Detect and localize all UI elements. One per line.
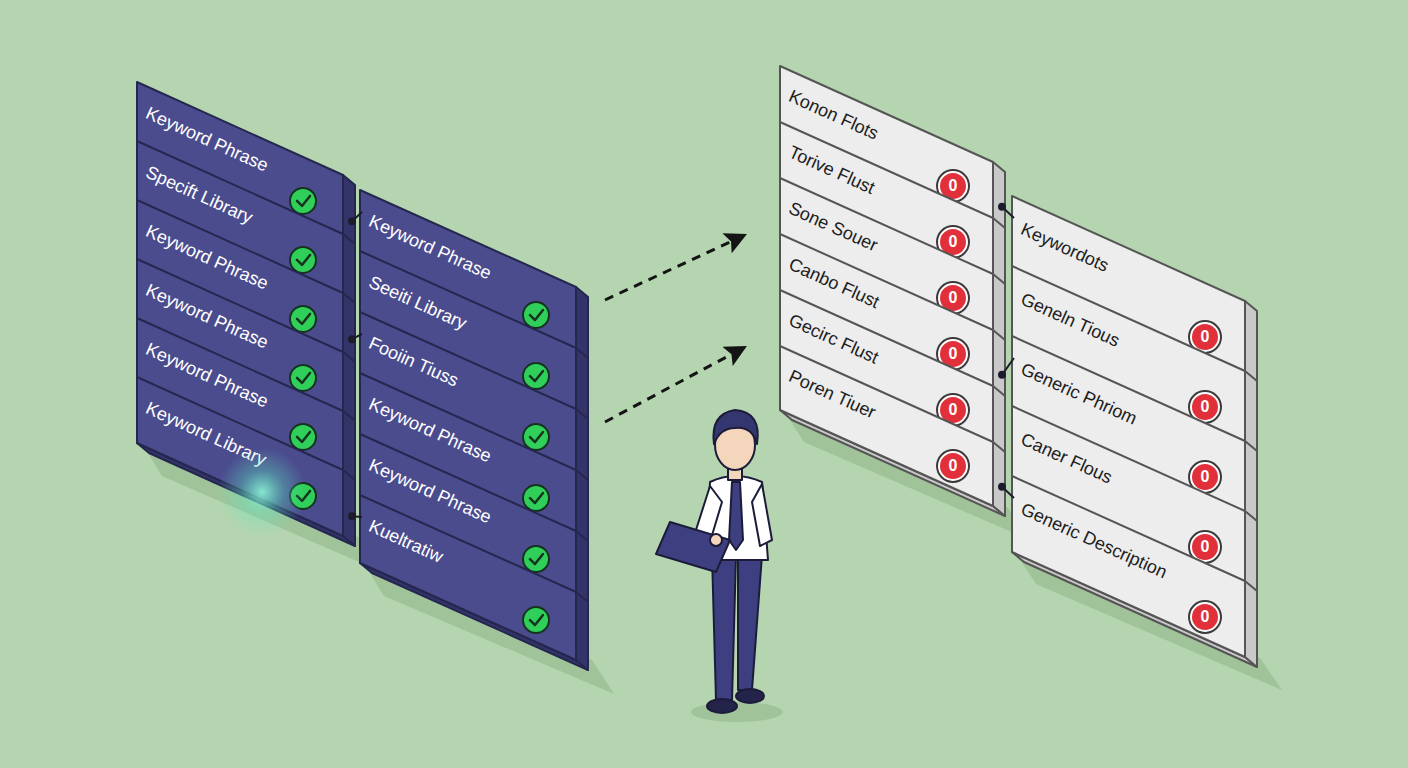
check-badge (523, 302, 549, 328)
connector-dot (348, 335, 356, 343)
check-mark (530, 493, 543, 503)
flow-arrow (605, 235, 745, 300)
person-tie (729, 482, 743, 550)
check-badge (523, 363, 549, 389)
laptop (656, 522, 730, 572)
check-badge (290, 188, 316, 214)
check-mark (297, 432, 310, 442)
connector-dot (998, 203, 1006, 211)
stack-slab: Poren Tiuer0 (780, 346, 1005, 516)
slab-shape (360, 495, 588, 670)
check-mark (530, 432, 543, 442)
slab-end (1245, 581, 1257, 667)
count-badge: 0 (1190, 602, 1220, 632)
stack-slab: Generic Description0 (1012, 476, 1257, 667)
slab-shape (780, 346, 1005, 516)
check-mark (297, 373, 310, 383)
check-badge (290, 483, 316, 509)
slab-connector (1002, 358, 1014, 375)
slab-end (576, 592, 588, 670)
check-mark (530, 371, 543, 381)
check-badge (523, 424, 549, 450)
stack-slab: Keyword Library (137, 377, 355, 546)
check-badge (523, 607, 549, 633)
person-shoe (707, 699, 737, 713)
person-hand (710, 534, 722, 546)
check-mark (530, 554, 543, 564)
person-arm (752, 484, 772, 546)
slab-shape (1012, 476, 1257, 667)
person-figure (656, 410, 772, 713)
slab-face (780, 346, 993, 506)
slab-connector (352, 212, 362, 221)
check-mark (297, 491, 310, 501)
check-badge (290, 306, 316, 332)
slab-end (343, 470, 355, 546)
check-badge (523, 546, 549, 572)
slab-connector (352, 334, 362, 339)
count-badge: 0 (938, 451, 968, 481)
check-badge (290, 247, 316, 273)
slab-end (993, 442, 1005, 516)
person-shoe (736, 689, 764, 703)
connector-dot (998, 483, 1006, 491)
connector-dot (348, 512, 356, 520)
connector-dot (998, 371, 1006, 379)
slab-face (360, 495, 576, 660)
slab-connector (352, 515, 362, 518)
stack-slab: Kueltratiw (360, 495, 588, 670)
check-mark (297, 255, 310, 265)
slab-connector (1002, 207, 1014, 218)
slab-face (1012, 476, 1245, 657)
check-badge (523, 485, 549, 511)
person-leg (738, 555, 762, 690)
connector-dot (348, 217, 356, 225)
slab-connector (1002, 487, 1014, 498)
check-mark (297, 314, 310, 324)
slab-face (137, 377, 343, 536)
check-mark (297, 196, 310, 206)
check-mark (530, 310, 543, 320)
person-leg (712, 555, 736, 700)
check-mark (530, 615, 543, 625)
check-badge (290, 424, 316, 450)
highlight-glow (218, 448, 306, 536)
check-badge (290, 365, 316, 391)
person-hair (713, 410, 757, 444)
flow-arrow (605, 347, 745, 422)
